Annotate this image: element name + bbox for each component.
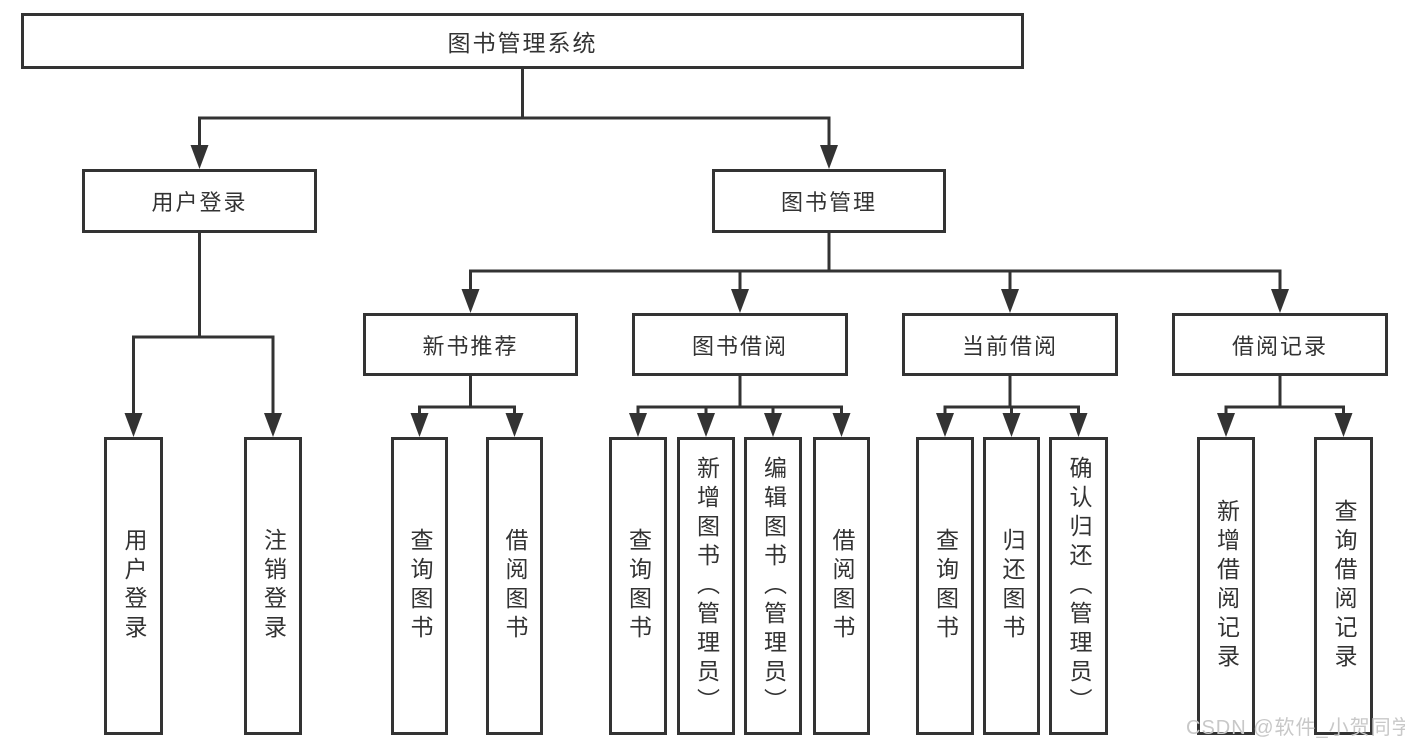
arrowhead-borrowing-records-leaf-add-borrow-record <box>1217 413 1235 437</box>
node-leaf-add-borrow-record: 新增借阅记录 <box>1197 437 1255 735</box>
node-book-borrowing: 图书借阅 <box>632 313 848 376</box>
arrowhead-book-management-book-borrowing <box>731 289 749 313</box>
node-leaf-query-borrow-record: 查询借阅记录 <box>1314 437 1373 735</box>
watermark: CSDN @软件_小贺同学 <box>1186 717 1405 739</box>
node-leaf-logout: 注销登录 <box>244 437 302 735</box>
arrowhead-root-book-management <box>820 145 838 169</box>
node-leaf-add-books-admin: 新增图书（管理员） <box>677 437 735 735</box>
node-leaf-query-books-recommend: 查询图书 <box>391 437 448 735</box>
arrowhead-root-user-login <box>190 145 209 169</box>
arrowhead-new-book-recommendation-leaf-borrow-books-recommend <box>505 413 524 437</box>
arrowhead-book-management-borrowing-records <box>1271 289 1289 313</box>
arrowhead-user-login-leaf-user-login <box>124 413 143 437</box>
node-leaf-edit-books-admin: 编辑图书（管理员） <box>744 437 802 735</box>
node-new-book-recommendation: 新书推荐 <box>363 313 578 376</box>
arrowhead-book-borrowing-leaf-edit-books-admin <box>764 413 782 437</box>
arrowhead-book-borrowing-leaf-add-books-admin <box>697 413 715 437</box>
arrowhead-borrowing-records-leaf-query-borrow-record <box>1334 413 1353 437</box>
node-leaf-borrow-books-borrow: 借阅图书 <box>813 437 870 735</box>
arrowhead-book-management-new-book-recommendation <box>461 289 480 313</box>
node-current-borrowing: 当前借阅 <box>902 313 1118 376</box>
node-leaf-confirm-return-admin: 确认归还（管理员） <box>1049 437 1108 735</box>
node-root: 图书管理系统 <box>21 13 1024 69</box>
arrowhead-new-book-recommendation-leaf-query-books-recommend <box>410 413 429 437</box>
node-leaf-query-books-borrow: 查询图书 <box>609 437 667 735</box>
node-leaf-borrow-books-recommend: 借阅图书 <box>486 437 543 735</box>
node-user-login: 用户登录 <box>82 169 317 233</box>
node-book-management: 图书管理 <box>712 169 946 233</box>
arrowhead-current-borrowing-leaf-query-books-current <box>936 413 954 437</box>
arrowhead-user-login-leaf-logout <box>264 413 282 437</box>
node-leaf-user-login: 用户登录 <box>104 437 163 735</box>
node-leaf-return-books: 归还图书 <box>983 437 1040 735</box>
arrowhead-book-management-current-borrowing <box>1001 289 1019 313</box>
arrowhead-current-borrowing-leaf-confirm-return-admin <box>1069 413 1088 437</box>
arrowhead-book-borrowing-leaf-borrow-books-borrow <box>832 413 851 437</box>
arrowhead-book-borrowing-leaf-query-books-borrow <box>629 413 647 437</box>
node-leaf-query-books-current: 查询图书 <box>916 437 974 735</box>
node-borrowing-records: 借阅记录 <box>1172 313 1388 376</box>
arrowhead-current-borrowing-leaf-return-books <box>1002 413 1021 437</box>
